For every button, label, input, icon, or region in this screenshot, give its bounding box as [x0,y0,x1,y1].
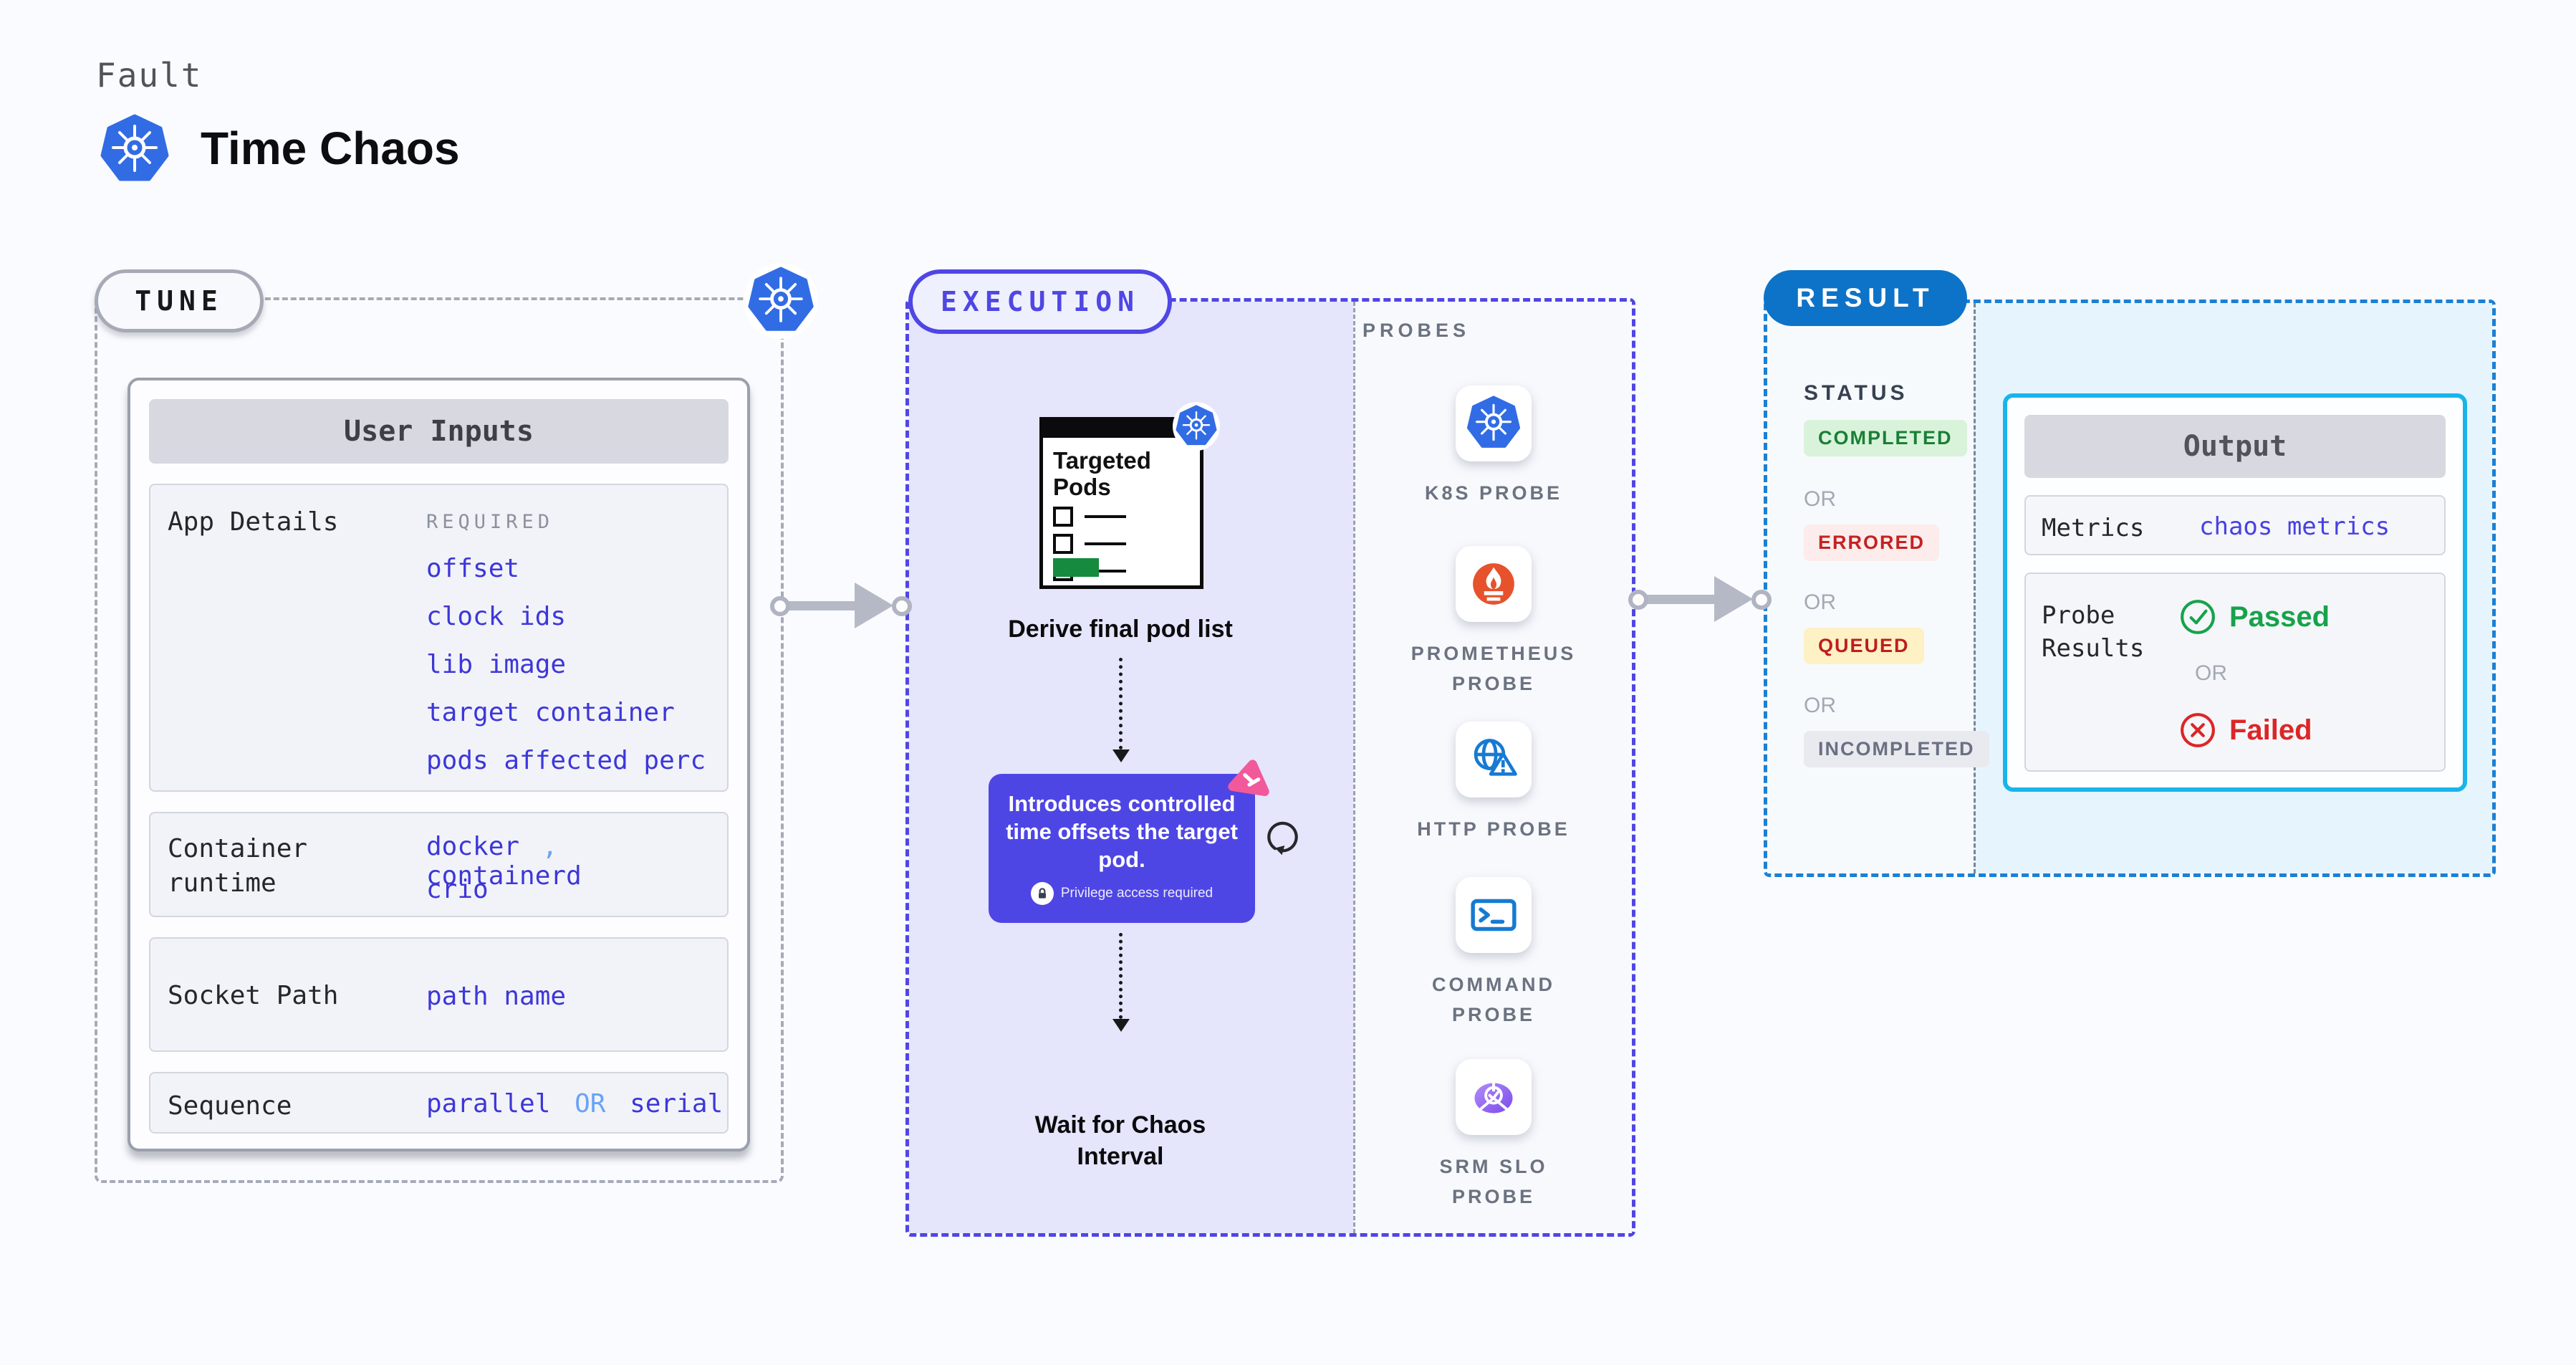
status-title: STATUS [1804,381,1908,405]
field-offset: offset [426,554,520,583]
chaos-badge-icon [1225,755,1276,806]
sequence-or: OR [575,1089,606,1119]
or-label: OR [2195,661,2227,685]
value-path-name: path name [426,982,567,1011]
check-circle-icon [2179,598,2216,636]
app-details-label: App Details [168,507,339,537]
result-pill: RESULT [1764,270,1967,326]
terminal-icon [1466,887,1522,943]
prometheus-icon [1466,556,1522,612]
field-pods-affected-perc: pods affected perc [426,746,706,775]
value-docker: docker [426,832,520,861]
probe-results-row: Probe Results Passed OR Failed [2024,573,2446,772]
flow-connector [1119,658,1123,749]
loop-arrow-icon [1262,815,1305,858]
user-inputs-title: User Inputs [149,399,729,464]
passed-label: Passed [2229,600,2330,633]
probe-label-command: COMMAND PROBE [1432,974,1555,1025]
output-card: Output Metrics chaos metrics Probe Resul… [2003,393,2467,792]
targeted-pods-card: Targeted Pods [1039,402,1220,589]
failed-result: Failed [2179,712,2312,749]
container-runtime-label: Container runtime [168,834,308,899]
kubernetes-logo-icon [99,113,170,186]
derive-pod-list-label: Derive final pod list [1008,616,1233,643]
probe-card-command [1456,877,1532,953]
line-icon [1085,570,1126,573]
status-badge-completed: COMPLETED [1804,420,1967,456]
container-runtime-row: Container runtime docker , containerd cr… [149,812,729,917]
x-circle-icon [2179,712,2216,749]
sequence-label: Sequence [168,1091,292,1121]
flow-connector [1119,933,1123,1019]
probe-card-http [1456,722,1532,798]
progress-bar [1053,558,1099,577]
slo-pie-check-icon [1466,1069,1522,1125]
targeted-pods-title: Targeted Pods [1053,447,1151,500]
checkbox-icon [1053,507,1073,527]
arrow-tune-to-execution-icon [770,580,912,631]
kubernetes-icon [1466,396,1522,451]
kubernetes-badge-icon [1173,402,1220,451]
tune-pill: TUNE [95,269,264,332]
failed-label: Failed [2229,714,2312,746]
probe-card-k8s [1456,385,1532,461]
probe-label-k8s: K8S PROBE [1424,482,1563,504]
metrics-value: chaos metrics [2199,512,2390,541]
value-crio: crio [426,875,489,904]
field-target-container: target container [426,698,675,727]
status-badge-incompleted: INCOMPLETED [1804,731,1989,767]
passed-result: Passed [2179,598,2330,636]
pod-list-item [1053,534,1126,554]
fault-description: Introduces controlled time offsets the t… [1006,791,1238,873]
probes-title: PROBES [1363,320,1471,341]
probe-card-prometheus [1456,546,1532,622]
status-panel [1767,303,1974,873]
metrics-row: Metrics chaos metrics [2024,495,2446,555]
line-icon [1085,542,1126,545]
lock-icon [1030,882,1054,906]
app-details-row: App Details REQUIRED offset clock ids li… [149,484,729,792]
sequence-values: parallel OR serial [426,1089,723,1119]
or-label: OR [1804,694,1836,717]
page-title: Time Chaos [201,123,460,174]
pod-list-item [1053,507,1126,527]
wait-interval-label: Wait for Chaos Interval [1034,1111,1206,1171]
status-badge-errored: ERRORED [1804,525,1940,561]
fault-eyebrow: Fault [96,56,203,95]
value-separator: , [542,832,558,861]
probe-label-srm-slo: SRM SLO PROBE [1439,1156,1548,1207]
arrow-down-icon [1112,749,1130,762]
probe-label-http: HTTP PROBE [1417,818,1570,840]
execution-pill: EXECUTION [908,269,1172,334]
metrics-label: Metrics [2042,514,2145,542]
arrow-execution-to-result-icon [1628,573,1772,625]
user-inputs-card: User Inputs App Details REQUIRED offset … [128,378,750,1151]
probe-card-srm-slo [1456,1059,1532,1135]
arrow-down-icon [1112,1019,1130,1032]
probe-label-prometheus: PROMETHEUS PROBE [1410,643,1577,694]
output-title: Output [2024,415,2446,478]
privilege-note-text: Privilege access required [1060,886,1213,901]
sequence-row: Sequence parallel OR serial [149,1072,729,1134]
checkbox-icon [1053,534,1073,554]
field-clock-ids: clock ids [426,602,567,631]
field-lib-image: lib image [426,650,567,679]
status-badge-queued: QUEUED [1804,628,1924,664]
privilege-note: Privilege access required [1000,882,1244,906]
tune-section-box [95,297,784,1183]
socket-path-label: Socket Path [168,981,339,1010]
kubernetes-icon [744,263,818,339]
http-globe-warning-icon [1466,732,1522,787]
value-containerd: containerd [426,861,582,891]
container-runtime-values: docker , containerd [426,832,727,891]
required-badge: REQUIRED [426,511,554,533]
fault-info-card: Introduces controlled time offsets the t… [989,774,1255,923]
socket-path-row: Socket Path path name [149,937,729,1052]
line-icon [1085,515,1126,518]
value-serial: serial [630,1089,724,1119]
or-label: OR [1804,487,1836,511]
value-parallel: parallel [426,1089,551,1119]
or-label: OR [1804,590,1836,614]
probe-results-label: Probe Results [2042,601,2145,663]
